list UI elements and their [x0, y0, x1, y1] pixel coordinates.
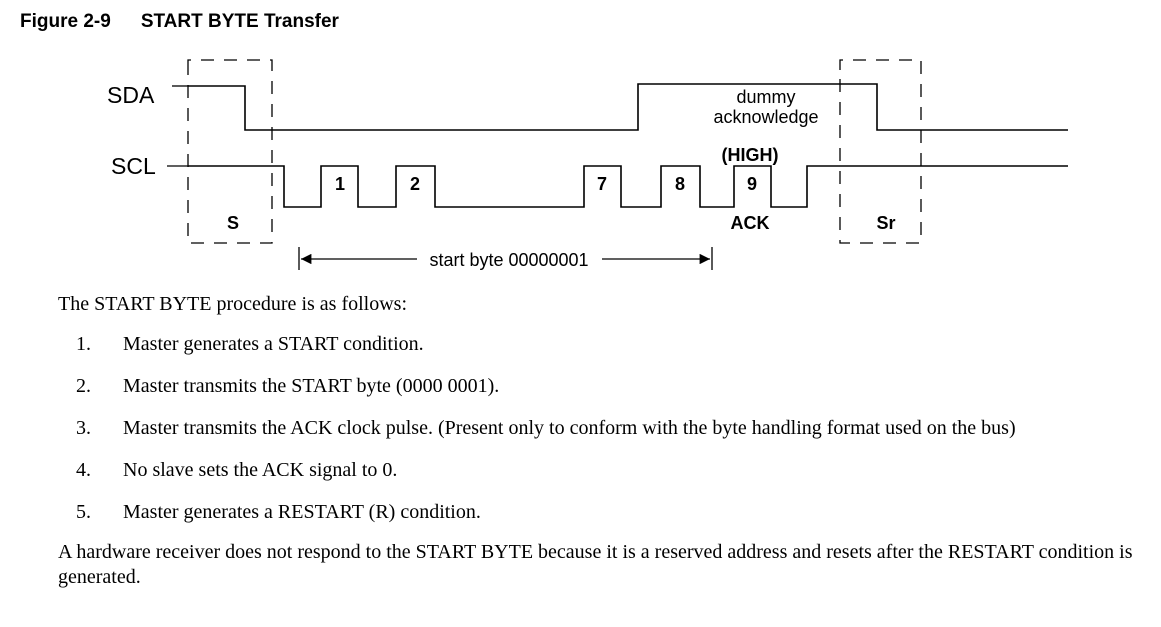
- span-label: start byte 00000001: [429, 250, 588, 270]
- timing-diagram: SDA SCL 1 2 7 8 9 dummy acknowledge (HIG…: [107, 59, 1068, 270]
- sda-waveform: [188, 83, 1068, 131]
- clock-pulse-1: 1: [335, 174, 345, 194]
- step-number: 3.: [76, 417, 91, 439]
- list-item: 1. Master generates a START condition.: [58, 332, 1148, 357]
- restart-condition-box: [839, 59, 922, 244]
- step-text: Master transmits the ACK clock pulse. (P…: [123, 417, 1016, 439]
- list-item: 4. No slave sets the ACK signal to 0.: [58, 458, 1148, 483]
- step-text: No slave sets the ACK signal to 0.: [123, 459, 398, 481]
- step-number: 1.: [76, 333, 91, 355]
- high-label: (HIGH): [722, 145, 779, 165]
- step-text: Master generates a START condition.: [123, 333, 424, 355]
- step-number: 4.: [76, 459, 91, 481]
- step-text: Master generates a RESTART (R) condition…: [123, 501, 481, 523]
- scl-waveform: [188, 165, 1068, 208]
- clock-pulse-9: 9: [747, 174, 757, 194]
- step-number: 2.: [76, 375, 91, 397]
- list-item: 5. Master generates a RESTART (R) condit…: [58, 500, 1148, 525]
- clock-pulse-8: 8: [675, 174, 685, 194]
- ack-label: ACK: [731, 213, 770, 233]
- scl-label: SCL: [111, 153, 156, 179]
- procedure-text: The START BYTE procedure is as follows: …: [58, 292, 1148, 590]
- intro-paragraph: The START BYTE procedure is as follows:: [58, 293, 407, 315]
- restart-label: Sr: [876, 213, 895, 233]
- list-item: 3. Master transmits the ACK clock pulse.…: [58, 416, 1148, 441]
- dummy-ack-line2: acknowledge: [713, 107, 818, 127]
- step-text: Master transmits the START byte (0000 00…: [123, 375, 500, 397]
- start-condition-box: [187, 59, 273, 244]
- clock-pulse-2: 2: [410, 174, 420, 194]
- step-number: 5.: [76, 501, 91, 523]
- procedure-steps: 1. Master generates a START condition. 2…: [58, 332, 1148, 525]
- list-item: 2. Master transmits the START byte (0000…: [58, 374, 1148, 399]
- clock-pulse-7: 7: [597, 174, 607, 194]
- figure-caption: Figure 2-9 START BYTE Transfer: [20, 11, 339, 33]
- dummy-ack-line1: dummy: [736, 87, 795, 107]
- figure-title: START BYTE Transfer: [140, 11, 339, 32]
- sda-label: SDA: [107, 82, 155, 108]
- outro-paragraph: A hardware receiver does not respond to …: [58, 541, 1133, 588]
- figure-number: Figure 2-9: [20, 11, 111, 32]
- start-label: S: [227, 213, 239, 233]
